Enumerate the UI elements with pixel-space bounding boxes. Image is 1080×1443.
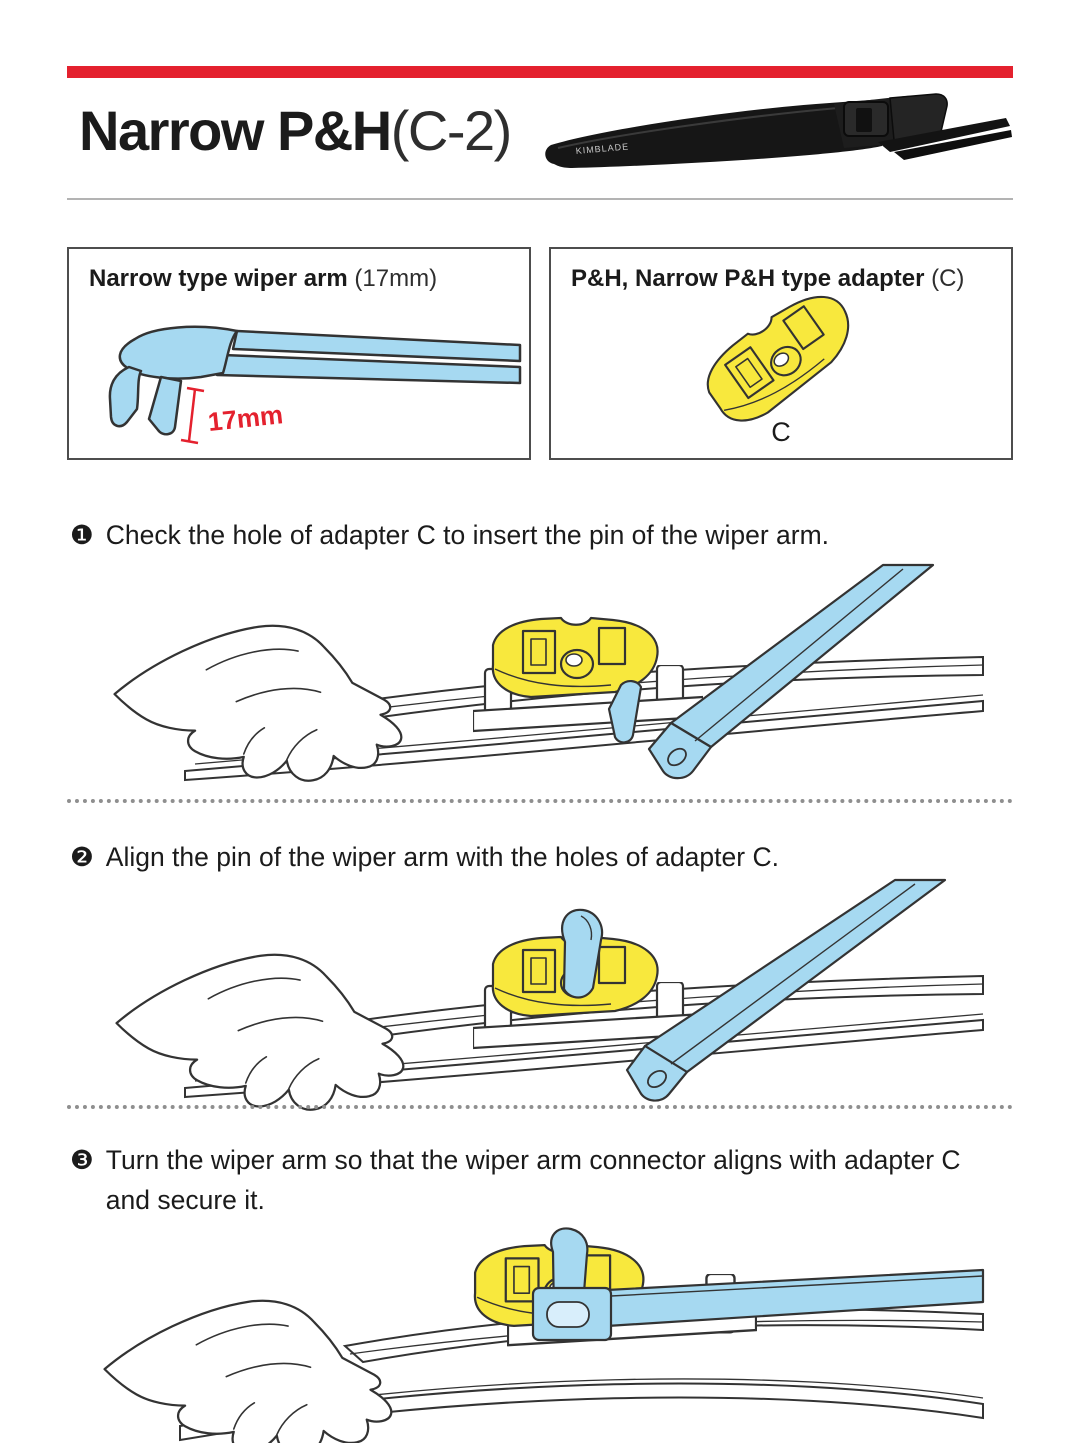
part-label: C: [771, 417, 791, 447]
spec-panel-wiper-arm: Narrow type wiper arm (17mm) 17mm: [67, 247, 531, 460]
step-2-illustration: [115, 878, 984, 1111]
panel-title-wiper-arm: Narrow type wiper arm (17mm): [89, 265, 437, 293]
brand-label: KIMBLADE: [575, 141, 629, 156]
panel-title-adapter: P&H, Narrow P&H type adapter (C): [571, 265, 964, 293]
dotted-divider: [67, 1105, 1013, 1109]
step-3-heading: ❸ Turn the wiper arm so that the wiper a…: [70, 1141, 980, 1221]
step-3-illustration: [103, 1227, 985, 1443]
page-title-main: Narrow P&H: [79, 99, 392, 162]
header-accent-bar: [67, 66, 1013, 78]
panel-title-main: Narrow type wiper arm: [89, 265, 348, 292]
step-1-number-badge: ❶: [70, 520, 94, 550]
dimension-marker: [180, 386, 205, 445]
page-title-suffix: (C-2): [390, 99, 513, 162]
step-3-text: Turn the wiper arm so that the wiper arm…: [105, 1145, 961, 1215]
dotted-divider: [67, 799, 1013, 803]
step-3-number-badge: ❸: [70, 1145, 94, 1175]
step-1-heading: ❶ Check the hole of adapter C to insert …: [70, 516, 990, 556]
panel-title-suffix: (C): [924, 265, 965, 292]
adapter-c-illustration: [693, 279, 869, 435]
narrow-wiper-arm-illustration: 17mm: [108, 325, 522, 445]
panel-title-main: P&H, Narrow P&H type adapter: [571, 265, 925, 292]
spec-panel-adapter: P&H, Narrow P&H type adapter (C) C: [549, 247, 1013, 460]
page-title: Narrow P&H(C-2): [79, 98, 513, 163]
step-2-heading: ❷ Align the pin of the wiper arm with th…: [70, 838, 990, 878]
wiper-blade-product-photo: KIMBLADE: [545, 93, 1012, 168]
panel-title-suffix: (17mm): [347, 265, 438, 292]
header-divider: [67, 198, 1013, 200]
step-1-illustration: [113, 563, 984, 782]
step-2-number-badge: ❷: [70, 842, 94, 872]
step-2-text: Align the pin of the wiper arm with the …: [105, 842, 779, 872]
step-1-text: Check the hole of adapter C to insert th…: [105, 520, 830, 550]
dimension-label: 17mm: [206, 399, 284, 437]
